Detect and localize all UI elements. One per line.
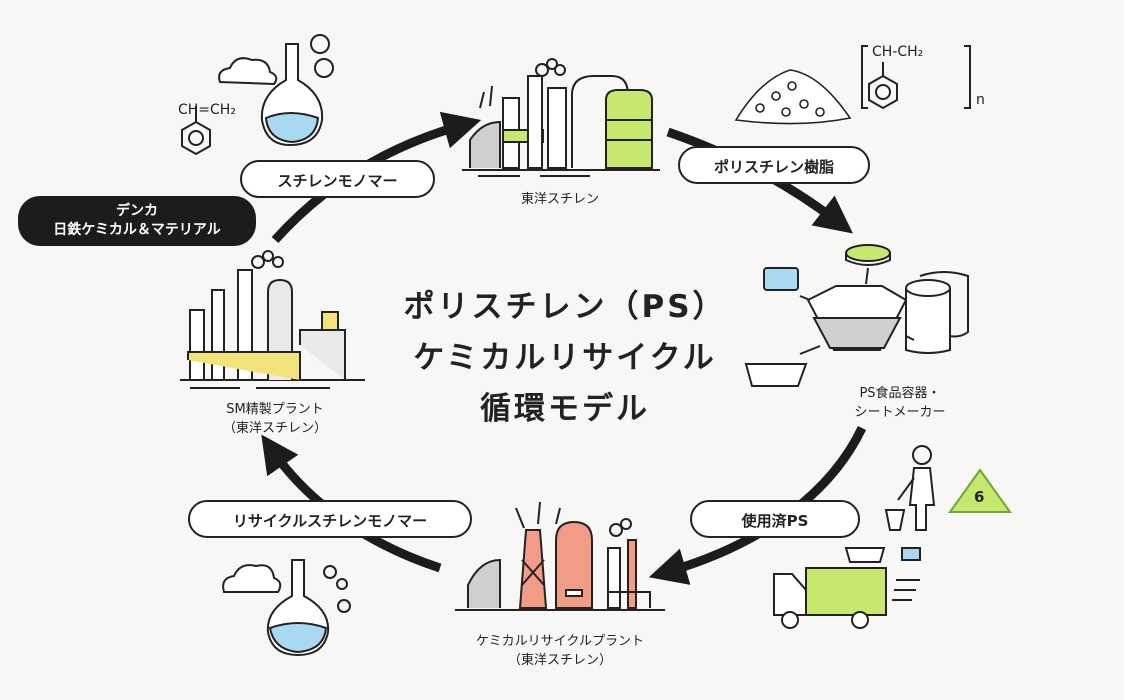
title-line-2: ケミカルリサイクル	[413, 340, 717, 376]
flask-clouds-icon	[218, 34, 334, 147]
denka-label: デンカ 日鉄ケミカル＆マテリアル	[18, 196, 256, 246]
denka-label-line2: 日鉄ケミカル＆マテリアル	[53, 222, 221, 238]
chemical-recycling-plant-icon	[455, 501, 665, 611]
sm-plant-caption: SM精製プラント （東洋スチレン）	[222, 402, 327, 436]
ps-maker-caption: PS食品容器・ シートメーカー	[854, 386, 946, 420]
toyo-styrene-plant-icon	[462, 58, 660, 177]
used-ps-label: 使用済PS	[690, 500, 860, 538]
recycled-flask-icon	[222, 559, 351, 657]
polymer-n: n	[976, 92, 985, 108]
garbage-truck-icon	[773, 547, 921, 629]
polymer-benzene-icon	[861, 45, 971, 110]
title-line-1: ポリスチレン（PS）	[403, 289, 727, 325]
sm-refining-plant-icon	[180, 250, 365, 389]
benzene-ring-icon	[181, 106, 211, 156]
title-line-3: 循環モデル	[480, 391, 650, 427]
pellets-icon	[734, 69, 852, 125]
monomer-formula: CH=CH₂	[178, 102, 236, 118]
recycle-number: 6	[974, 488, 985, 506]
toyo-styrene-caption: 東洋スチレン	[520, 192, 599, 207]
polymer-formula: CH-CH₂	[872, 44, 924, 60]
ps-containers-icon	[744, 244, 969, 387]
diagram-title: ポリスチレン（PS） ケミカルリサイクル 循環モデル	[380, 282, 750, 435]
disposal-person-icon	[884, 445, 936, 531]
polystyrene-resin-label: ポリスチレン樹脂	[678, 146, 870, 184]
recycle-symbol-icon	[948, 468, 1012, 513]
styrene-monomer-label: スチレンモノマー	[240, 160, 435, 198]
recycle-plant-caption: ケミカルリサイクルプラント （東洋スチレン）	[476, 634, 644, 668]
denka-label-line1: デンカ	[116, 203, 158, 219]
recycled-monomer-label: リサイクルスチレンモノマー	[188, 500, 472, 538]
